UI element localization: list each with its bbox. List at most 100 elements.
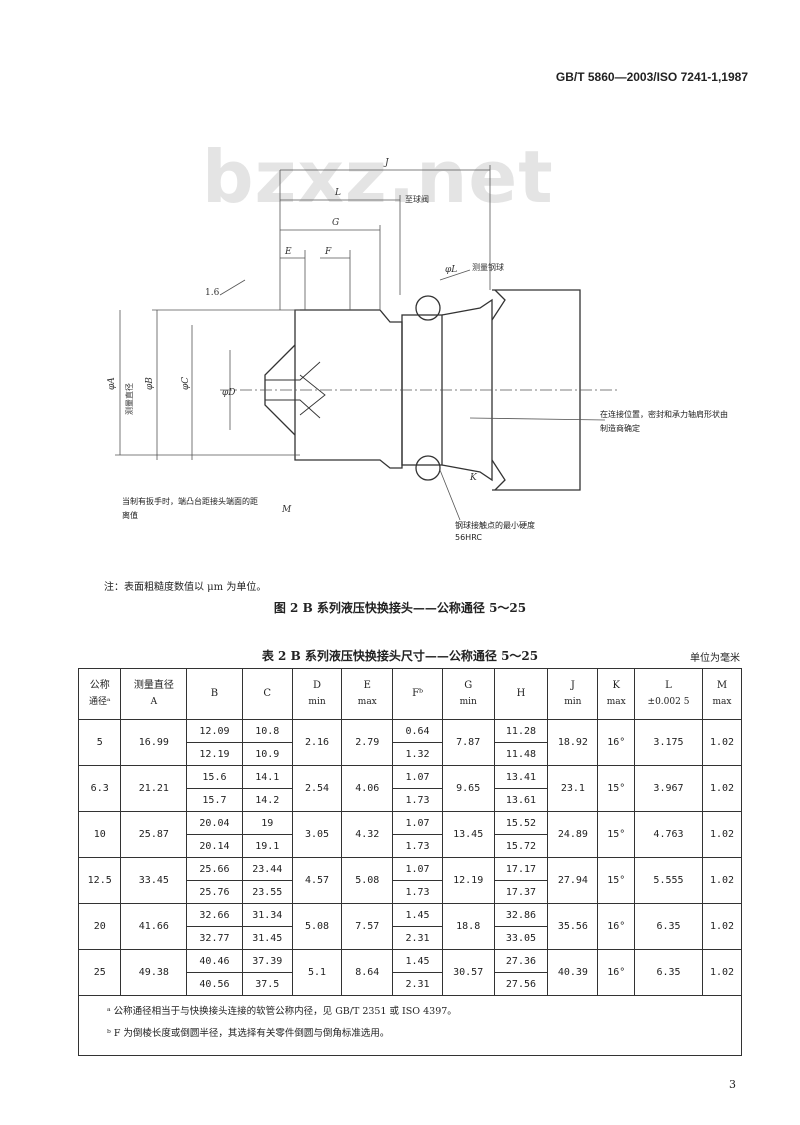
figure-note: 注：表面粗糙度数值以 μm 为单位。 bbox=[104, 582, 267, 593]
ball-top bbox=[415, 295, 441, 321]
note-hardness: 钢球接触点的最小硬度 56HRC bbox=[455, 521, 535, 542]
table-cell: 6.35 bbox=[633, 949, 703, 996]
header-cell: B bbox=[186, 668, 243, 720]
table-cell: 1.02 bbox=[701, 903, 743, 950]
header-cell: H bbox=[493, 668, 549, 720]
table-cell: 1.45 bbox=[392, 903, 443, 927]
ball-bottom bbox=[415, 455, 441, 481]
table-cell: 1.02 bbox=[701, 811, 743, 858]
table-cell: 2.16 bbox=[291, 719, 343, 766]
label-L: L bbox=[334, 188, 341, 198]
table-cell: 1.45 bbox=[392, 949, 443, 973]
table-cell: 17.37 bbox=[493, 880, 549, 904]
header-cell: Fᵇ bbox=[392, 668, 443, 720]
label-phiL: φL bbox=[445, 265, 457, 275]
table-cell: 1.02 bbox=[701, 949, 743, 996]
table-cell: 5.08 bbox=[291, 903, 343, 950]
table-cell: 13.45 bbox=[441, 811, 495, 858]
table-cell: 27.36 bbox=[493, 949, 549, 973]
table-cell: 40.39 bbox=[547, 949, 599, 996]
table-cell: 15° bbox=[597, 765, 635, 812]
table-cell: 31.45 bbox=[241, 926, 293, 950]
table-cell: 1.73 bbox=[392, 834, 443, 858]
table-cell: 27.56 bbox=[493, 972, 549, 996]
table-cell: 32.86 bbox=[493, 903, 549, 927]
table-cell: 4.32 bbox=[341, 811, 394, 858]
table-cell: 7.57 bbox=[341, 903, 394, 950]
table-cell: 25.66 bbox=[186, 857, 243, 881]
table-cell: 8.64 bbox=[341, 949, 394, 996]
table-cell: 12.09 bbox=[186, 719, 243, 743]
table-cell: 23.1 bbox=[547, 765, 599, 812]
table-cell: 16° bbox=[597, 949, 635, 996]
label-K: K bbox=[469, 473, 478, 483]
table-cell: 15.72 bbox=[493, 834, 549, 858]
table-cell: 5 bbox=[77, 719, 122, 766]
table-cell: 18.8 bbox=[441, 903, 495, 950]
figure-caption: 图 2 B 系列液压快换接头——公称通径 5～25 bbox=[273, 601, 527, 615]
table-cell: 3.175 bbox=[633, 719, 703, 766]
table-cell: 4.763 bbox=[633, 811, 703, 858]
table-cell: 24.89 bbox=[547, 811, 599, 858]
label-measure-dia: 测量直径 bbox=[124, 383, 134, 415]
table-cell: 37.5 bbox=[241, 972, 293, 996]
label-roughness: 1.6 bbox=[205, 288, 220, 298]
table-cell: 4.06 bbox=[341, 765, 394, 812]
table-cell: 1.07 bbox=[392, 811, 443, 835]
standard-id: GB/T 5860—2003/ISO 7241-1,1987 bbox=[555, 70, 748, 84]
table-cell: 25.87 bbox=[120, 811, 188, 858]
table-cell: 2.54 bbox=[291, 765, 343, 812]
table-cell: 7.87 bbox=[441, 719, 495, 766]
footnote-b: ᵇ F 为倒棱长度或倒圆半径，其选择有关零件倒圆与倒角标准选用。 bbox=[107, 1028, 390, 1039]
table-cell: 16° bbox=[597, 903, 635, 950]
label-F: F bbox=[324, 247, 332, 257]
table-cell: 3.05 bbox=[291, 811, 343, 858]
table-cell: 9.65 bbox=[441, 765, 495, 812]
table-cell: 11.28 bbox=[493, 719, 549, 743]
table-cell: 40.46 bbox=[186, 949, 243, 973]
table-cell: 33.45 bbox=[120, 857, 188, 904]
rear-flare bbox=[491, 289, 506, 491]
table-cell: 12.5 bbox=[77, 857, 122, 904]
table-cell: 5.1 bbox=[291, 949, 343, 996]
table-cell: 23.44 bbox=[241, 857, 293, 881]
table-cell: 15° bbox=[597, 857, 635, 904]
table-cell: 31.34 bbox=[241, 903, 293, 927]
table-cell: 10 bbox=[77, 811, 122, 858]
table-cell: 15.52 bbox=[493, 811, 549, 835]
table-cell: 49.38 bbox=[120, 949, 188, 996]
table-cell: 19 bbox=[241, 811, 293, 835]
table-cell: 13.61 bbox=[493, 788, 549, 812]
table-cell: 21.21 bbox=[120, 765, 188, 812]
footnote-a: ᵃ 公称通径相当于与快换接头连接的软管公称内径，见 GB/T 2351 或 IS… bbox=[107, 1006, 457, 1017]
header-cell: L±0.002 5 bbox=[633, 668, 703, 720]
technical-drawing: J L G E F φL 1.6 φD K M φA φB φC 测量直径 至球… bbox=[107, 158, 728, 542]
table-cell: 32.66 bbox=[186, 903, 243, 927]
table-cell: 19.1 bbox=[241, 834, 293, 858]
table-cell: 25 bbox=[77, 949, 122, 996]
label-M: M bbox=[281, 505, 292, 515]
table-cell: 10.9 bbox=[241, 742, 293, 766]
table-cell: 0.64 bbox=[392, 719, 443, 743]
label-phiD: φD bbox=[222, 388, 236, 398]
label-J: J bbox=[383, 158, 390, 168]
note-locate: 在连接位置，密封和承力轴肩形状由制造商确定 bbox=[600, 410, 728, 433]
table-cell: 15.6 bbox=[186, 765, 243, 789]
table-cell: 12.19 bbox=[186, 742, 243, 766]
table-cell: 32.77 bbox=[186, 926, 243, 950]
table-cell: 4.57 bbox=[291, 857, 343, 904]
